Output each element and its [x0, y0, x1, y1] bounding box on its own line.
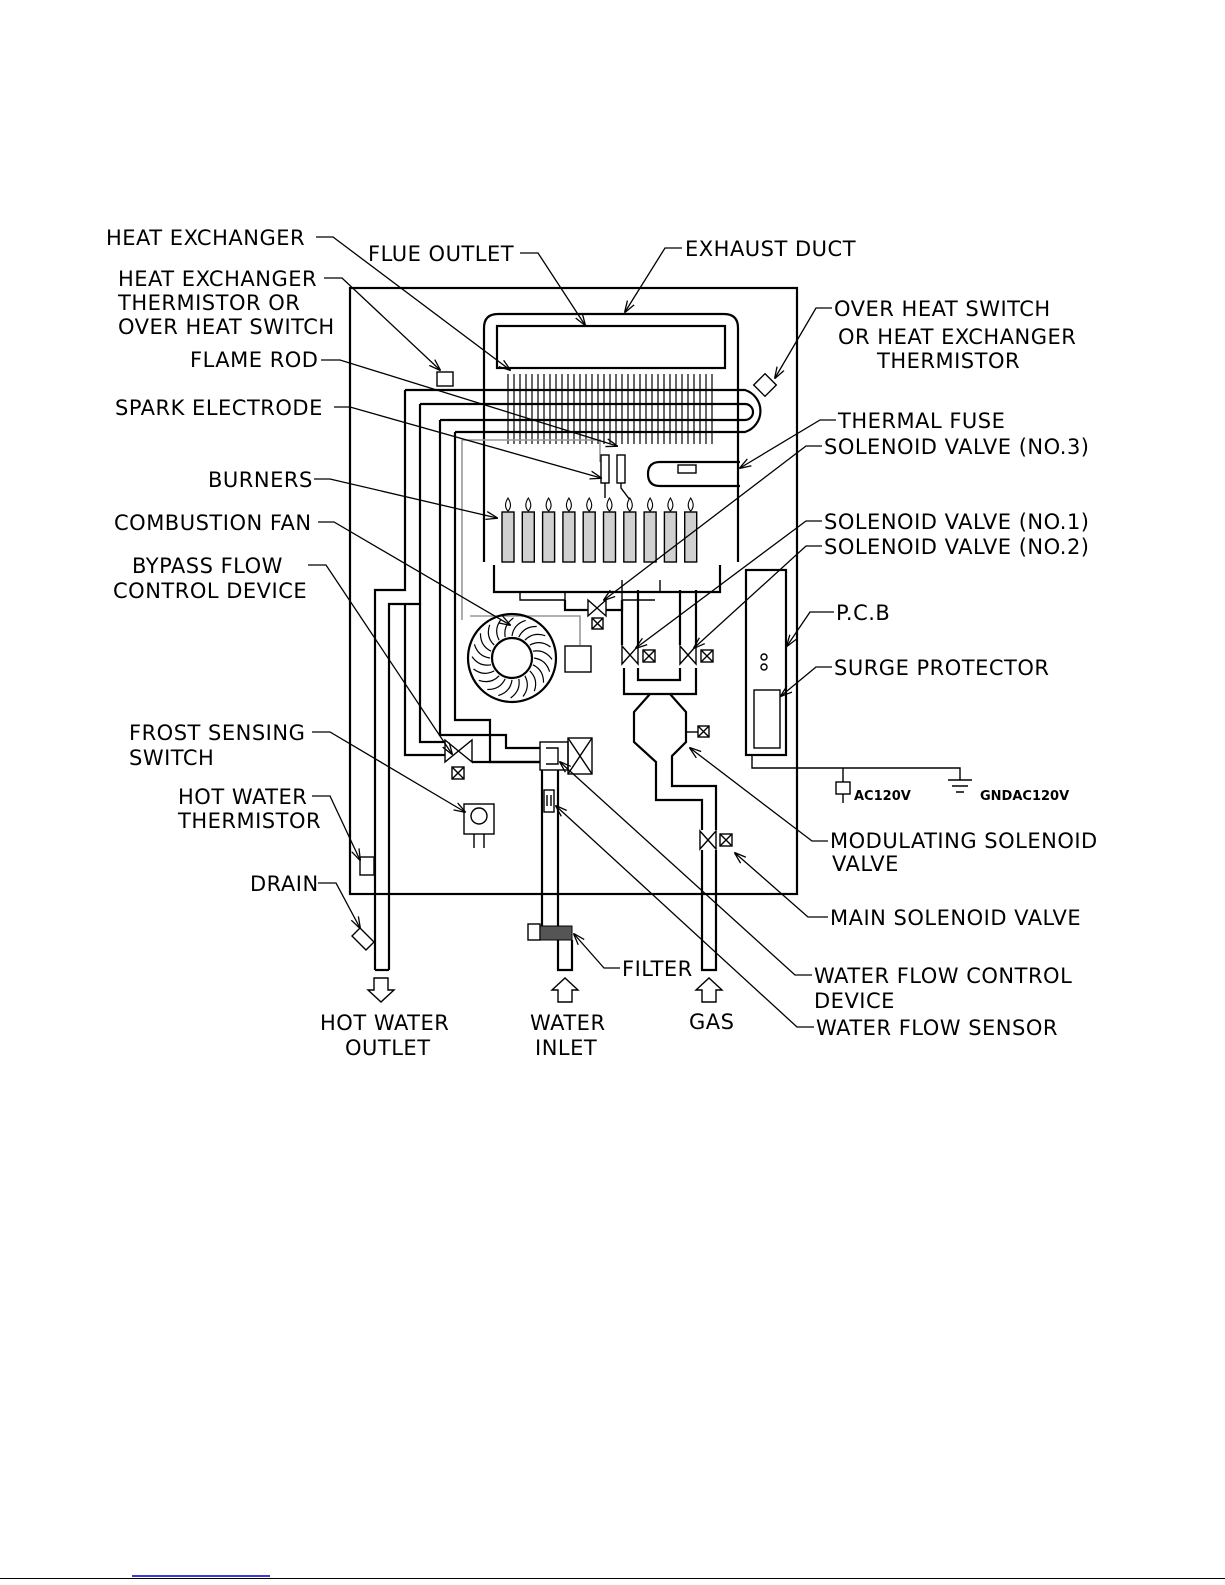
label-surge-protector: SURGE PROTECTOR: [834, 656, 1050, 680]
burner-tube: [582, 496, 596, 563]
thermal-fuse-icon: [646, 460, 740, 488]
label-main-solenoid: MAIN SOLENOID VALVE: [830, 906, 1081, 930]
label-over-heat-switch-3: THERMISTOR: [876, 349, 1020, 373]
gas-manifold: [492, 565, 722, 601]
label-pcb: P.C.B: [836, 601, 890, 625]
pcb-icon: [744, 568, 788, 757]
label-thermal-fuse: THERMAL FUSE: [837, 409, 1005, 433]
fan-motor-box: [564, 645, 592, 673]
ground-icon: [948, 779, 972, 793]
label-filter: FILTER: [622, 957, 693, 981]
label-hot-water-outlet-2: OUTLET: [345, 1036, 431, 1060]
over-heat-switch-icon: [752, 372, 778, 398]
burner-tube: [602, 496, 617, 563]
label-hot-water-outlet-1: HOT WATER: [320, 1011, 449, 1035]
exhaust-hood: [482, 312, 740, 562]
main-solenoid-valve-icon: [699, 829, 733, 972]
solenoid-valve-1-icon: [621, 644, 656, 666]
label-solenoid-valve-1: SOLENOID VALVE (NO.1): [824, 510, 1090, 534]
label-frost-2: SWITCH: [129, 746, 214, 770]
water-inlet-arrow-icon: [550, 977, 580, 1003]
burner-tube: [643, 496, 657, 563]
combustion-fan-icon: [466, 612, 558, 704]
label-water-inlet-2: INLET: [535, 1036, 597, 1060]
modulating-solenoid-valve-icon: [632, 693, 718, 830]
label-gnd: GNDAC120V: [980, 789, 1069, 804]
label-bypass-1: BYPASS FLOW: [132, 554, 283, 578]
label-hx-thermistor-2: THERMISTOR OR: [117, 291, 300, 315]
solenoid-valve-3-icon: [563, 598, 624, 630]
flame-rod-icon: [616, 454, 631, 501]
footer-link[interactable]: [132, 1575, 270, 1577]
filter-icon: [527, 923, 573, 941]
water-flow-sensor-icon: [543, 789, 555, 813]
drain-icon: [351, 927, 375, 951]
gas-valve-block: [620, 590, 698, 696]
frost-sensing-switch-icon: [463, 803, 495, 848]
label-modulating-2: VALVE: [832, 852, 899, 876]
water-flow-control-icon: [539, 737, 593, 775]
label-hot-water-thermistor-1: HOT WATER: [178, 785, 307, 809]
label-drain: DRAIN: [250, 872, 319, 896]
label-exhaust-duct: EXHAUST DUCT: [685, 237, 856, 261]
burners: [501, 496, 698, 563]
burner-tube: [684, 496, 698, 563]
label-hot-water-thermistor-2: THERMISTOR: [177, 809, 321, 833]
label-solenoid-valve-2: SOLENOID VALVE (NO.2): [824, 535, 1090, 559]
power-wiring: [751, 755, 961, 782]
label-heat-exchanger: HEAT EXCHANGER: [106, 226, 305, 250]
label-water-flow-sensor: WATER FLOW SENSOR: [816, 1016, 1058, 1040]
hot-water-outlet-arrow-icon: [366, 977, 396, 1003]
burner-tube: [562, 496, 576, 563]
label-spark-electrode: SPARK ELECTRODE: [115, 396, 323, 420]
label-bypass-2: CONTROL DEVICE: [113, 579, 307, 603]
label-flue-outlet: FLUE OUTLET: [368, 242, 514, 266]
label-combustion-fan: COMBUSTION FAN: [114, 511, 312, 535]
label-modulating-1: MODULATING SOLENOID: [830, 829, 1098, 853]
label-frost-1: FROST SENSING: [129, 721, 305, 745]
surge-protector-icon: [753, 689, 781, 749]
plug-icon: [835, 781, 851, 803]
label-water-flow-control-2: DEVICE: [814, 989, 895, 1013]
hot-water-thermistor-icon: [359, 856, 375, 876]
heat-exchanger-fins: [507, 374, 713, 444]
label-flame-rod: FLAME ROD: [190, 348, 318, 372]
label-over-heat-switch-2: OR HEAT EXCHANGER: [838, 325, 1076, 349]
cabinet-outline: [348, 286, 799, 896]
burner-tube: [501, 496, 515, 563]
hot-water-piping: [373, 390, 422, 972]
label-water-inlet-1: WATER: [530, 1011, 606, 1035]
label-hx-thermistor-1: HEAT EXCHANGER: [118, 267, 317, 291]
inner-water-piping: [403, 420, 540, 764]
flue-outlet-box: [495, 324, 727, 370]
label-over-heat-switch-1: OVER HEAT SWITCH: [834, 297, 1051, 321]
gas-arrow-icon: [694, 977, 724, 1003]
solenoid-valve-2-icon: [679, 644, 714, 666]
burner-tube: [623, 496, 637, 563]
label-gas: GAS: [689, 1010, 734, 1034]
spark-electrode-icon: [600, 454, 610, 498]
bypass-flow-control-icon: [444, 738, 473, 780]
burner-tube: [663, 496, 678, 563]
burner-tube: [521, 496, 535, 563]
callout-labels: HEAT EXCHANGER FLUE OUTLET EXHAUST DUCT …: [106, 226, 1098, 1060]
hx-thermistor-icon: [436, 371, 454, 387]
leader-lines: [308, 236, 836, 1028]
label-solenoid-valve-3: SOLENOID VALVE (NO.3): [824, 435, 1090, 459]
label-hx-thermistor-3: OVER HEAT SWITCH: [118, 315, 335, 339]
label-water-flow-control-1: WATER FLOW CONTROL: [814, 964, 1072, 988]
footer-divider: [0, 1578, 1225, 1579]
heat-exchanger-coil: [405, 388, 762, 434]
label-ac120v: AC120V: [854, 789, 911, 804]
burner-tube: [541, 496, 556, 563]
label-burners: BURNERS: [208, 468, 313, 492]
water-inlet-pipe: [540, 770, 574, 972]
